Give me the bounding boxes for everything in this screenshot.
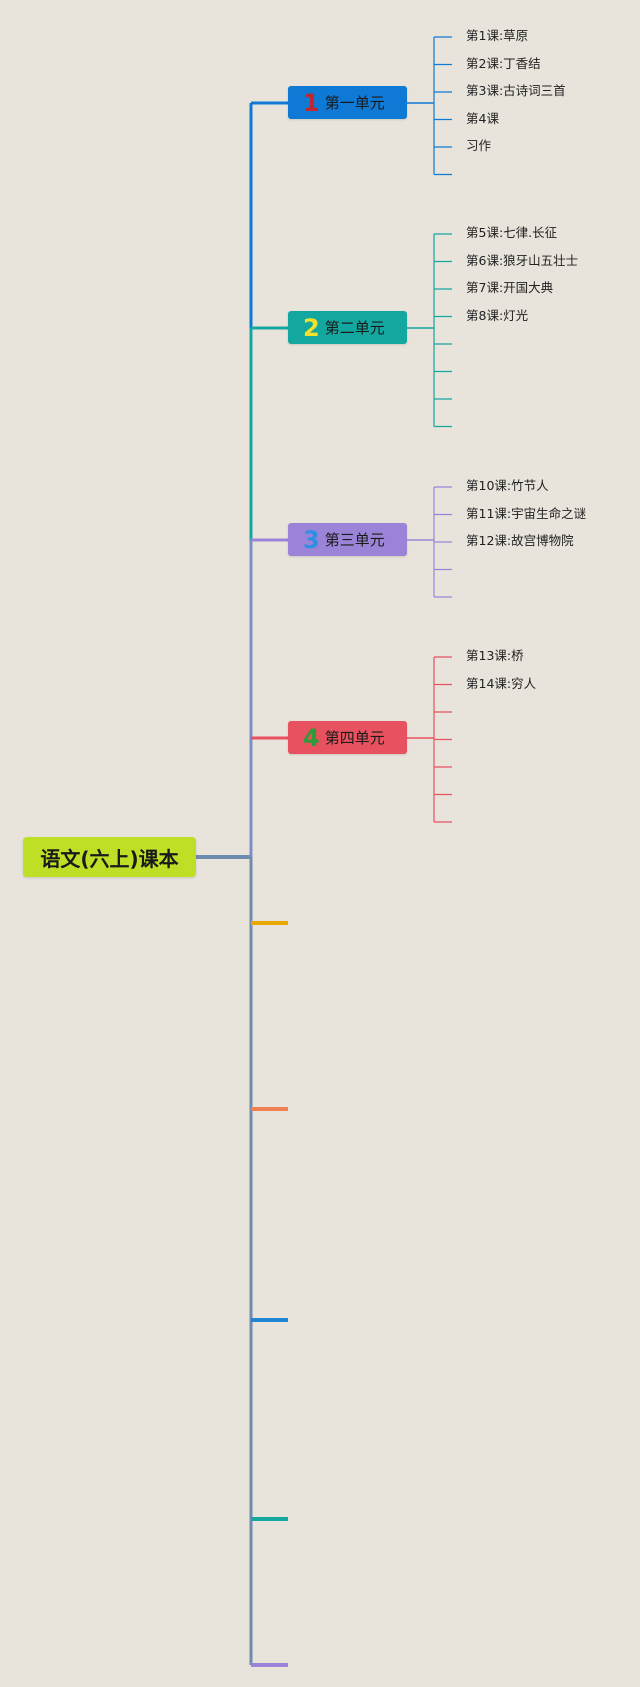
- lesson-item[interactable]: 第1课:草原: [466, 28, 529, 43]
- lesson-item[interactable]: 第5课:七律.长征: [466, 225, 558, 240]
- lesson-item[interactable]: 第10课:竹节人: [466, 478, 549, 493]
- unit-label-4: 第四单元: [324, 729, 385, 747]
- unit-label-3: 第三单元: [324, 531, 385, 549]
- lesson-item[interactable]: 第7课:开国大典: [466, 280, 554, 295]
- unit-label-1: 第一单元: [324, 94, 385, 112]
- lesson-item[interactable]: 第11课:宇宙生命之谜: [466, 505, 587, 521]
- unit-number-3: 3: [303, 525, 320, 554]
- lesson-item[interactable]: 第13课:桥: [466, 648, 524, 663]
- unit-node-2[interactable]: 2 第二单元: [288, 311, 407, 344]
- root-node[interactable]: 语文(六上)课本: [23, 837, 196, 877]
- lesson-item[interactable]: 第14课:穷人: [466, 675, 537, 691]
- lesson-item[interactable]: 第8课:灯光: [466, 307, 529, 323]
- unit-node-1[interactable]: 1 第一单元: [288, 86, 407, 119]
- lesson-item[interactable]: 第2课:丁香结: [466, 55, 541, 71]
- unit-number-2: 2: [303, 313, 320, 342]
- lesson-item[interactable]: 习作: [466, 138, 492, 153]
- lesson-item[interactable]: 第6课:狼牙山五壮士: [466, 252, 579, 268]
- lesson-item[interactable]: 第3课:古诗词三首: [466, 83, 566, 98]
- lesson-item[interactable]: 第4课: [466, 110, 499, 126]
- unit-label-2: 第二单元: [324, 319, 385, 337]
- unit-node-3[interactable]: 3 第三单元: [288, 523, 407, 556]
- unit-number-4: 4: [303, 723, 320, 752]
- unit-node-4[interactable]: 4 第四单元: [288, 721, 407, 754]
- root-label: 语文(六上)课本: [40, 846, 179, 871]
- lesson-item[interactable]: 第12课:故宫博物院: [466, 533, 574, 548]
- unit-number-1: 1: [303, 88, 320, 117]
